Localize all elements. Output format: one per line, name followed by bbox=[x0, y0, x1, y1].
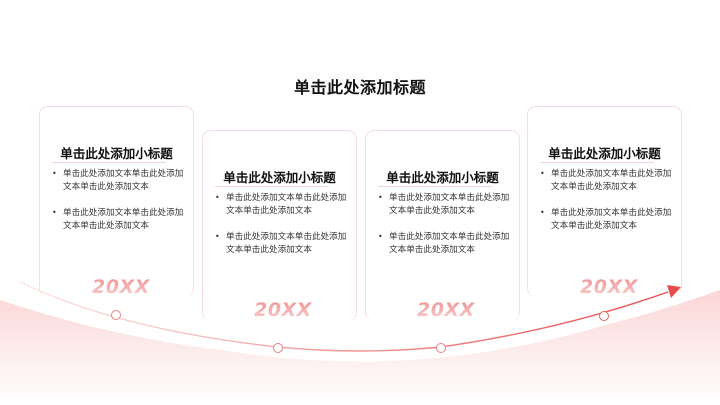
divider bbox=[540, 162, 654, 163]
bullet-list: 单击此处添加文本单击此处添加文本单击此处添加文本 单击此处添加文本单击此处添加文… bbox=[378, 192, 511, 270]
bullet-item: 单击此处添加文本单击此处添加文本单击此处添加文本 bbox=[52, 207, 185, 232]
divider bbox=[215, 186, 329, 187]
bullet-item: 单击此处添加文本单击此处添加文本单击此处添加文本 bbox=[378, 192, 511, 217]
bullet-item: 单击此处添加文本单击此处添加文本单击此处添加文本 bbox=[215, 231, 348, 256]
bullet-list: 单击此处添加文本单击此处添加文本单击此处添加文本 单击此处添加文本单击此处添加文… bbox=[215, 192, 348, 270]
divider bbox=[378, 186, 492, 187]
divider bbox=[52, 162, 166, 163]
timeline-card-4: 单击此处添加小标题 单击此处添加文本单击此处添加文本单击此处添加文本 单击此处添… bbox=[527, 106, 682, 297]
timeline-card-3: 单击此处添加小标题 单击此处添加文本单击此处添加文本单击此处添加文本 单击此处添… bbox=[365, 130, 520, 321]
year-label-4: 20XX bbox=[580, 276, 638, 298]
pink-band bbox=[0, 283, 720, 405]
bullet-item: 单击此处添加文本单击此处添加文本单击此处添加文本 bbox=[378, 231, 511, 256]
bullet-list: 单击此处添加文本单击此处添加文本单击此处添加文本 单击此处添加文本单击此处添加文… bbox=[540, 168, 673, 246]
page-title: 单击此处添加标题 bbox=[293, 78, 426, 97]
card-subtitle: 单击此处添加小标题 bbox=[223, 170, 336, 185]
bullet-item: 单击此处添加文本单击此处添加文本单击此处添加文本 bbox=[52, 168, 185, 193]
year-label-3: 20XX bbox=[417, 299, 475, 321]
bullet-item: 单击此处添加文本单击此处添加文本单击此处添加文本 bbox=[215, 192, 348, 217]
bullet-list: 单击此处添加文本单击此处添加文本单击此处添加文本 单击此处添加文本单击此处添加文… bbox=[52, 168, 185, 246]
timeline-card-1: 单击此处添加小标题 单击此处添加文本单击此处添加文本单击此处添加文本 单击此处添… bbox=[39, 106, 194, 297]
card-subtitle: 单击此处添加小标题 bbox=[60, 146, 173, 161]
bullet-item: 单击此处添加文本单击此处添加文本单击此处添加文本 bbox=[540, 207, 673, 232]
card-subtitle: 单击此处添加小标题 bbox=[386, 170, 499, 185]
year-label-1: 20XX bbox=[92, 276, 150, 298]
timeline-card-2: 单击此处添加小标题 单击此处添加文本单击此处添加文本单击此处添加文本 单击此处添… bbox=[202, 130, 357, 321]
bullet-item: 单击此处添加文本单击此处添加文本单击此处添加文本 bbox=[540, 168, 673, 193]
year-label-2: 20XX bbox=[254, 299, 312, 321]
card-subtitle: 单击此处添加小标题 bbox=[548, 146, 661, 161]
